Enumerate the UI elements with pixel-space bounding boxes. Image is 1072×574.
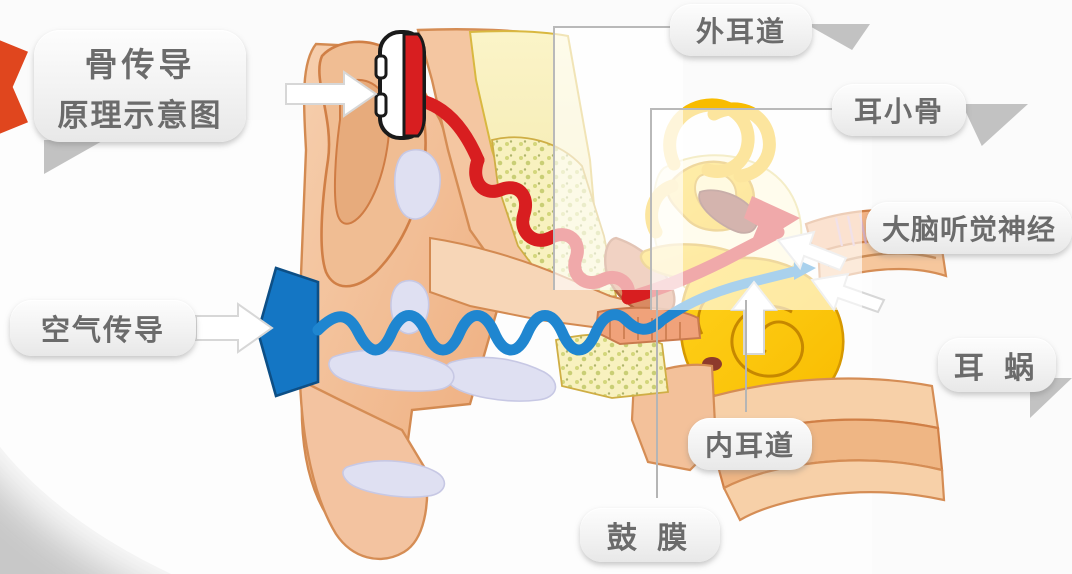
leader-line-inner-canal bbox=[745, 300, 747, 412]
title-line-1: 骨传导 bbox=[84, 45, 196, 83]
ear-canal-corridor bbox=[429, 236, 650, 334]
title-line-2: 原理示意图 bbox=[57, 97, 223, 133]
label-eardrum: 鼓 膜 bbox=[580, 508, 720, 562]
label-brain-auditory-nerve: 大脑听觉神经 bbox=[866, 202, 1072, 254]
callout-frame-ossicles bbox=[650, 108, 862, 310]
bone-input-arrow bbox=[285, 70, 378, 118]
air-input-arrow bbox=[195, 302, 274, 354]
leader-line-eardrum bbox=[656, 290, 658, 498]
label-air-conduction: 空气传导 bbox=[10, 300, 196, 356]
air-conduction-wave bbox=[312, 309, 666, 356]
label-internal-auditory-canal: 内耳道 bbox=[688, 418, 812, 470]
diagram-title: 骨传导 原理示意图 bbox=[34, 30, 246, 142]
cochlea-spiral bbox=[730, 304, 805, 378]
label-ossicles: 耳小骨 bbox=[832, 84, 966, 136]
bone-conduction-lead bbox=[411, 93, 485, 167]
bone-conduction-transducer bbox=[374, 30, 426, 140]
label-external-auditory-canal: 外耳道 bbox=[670, 4, 812, 56]
label-cochlea: 耳 蜗 bbox=[938, 338, 1056, 392]
